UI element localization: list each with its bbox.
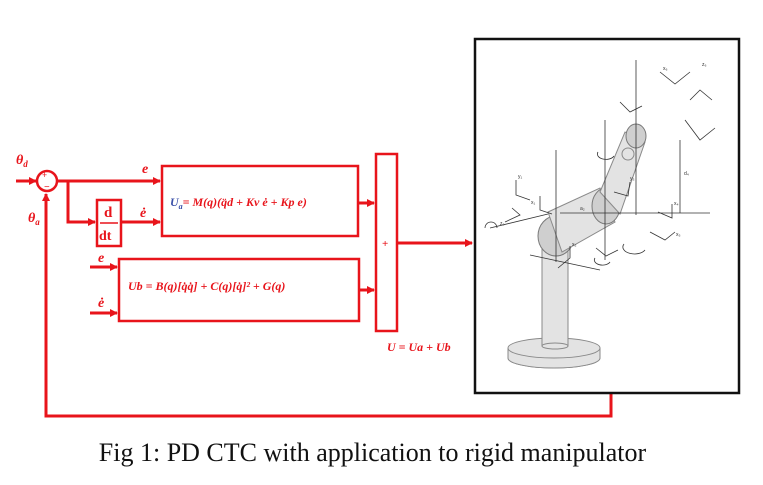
adder-plus: + [382, 238, 388, 250]
edot-label-top: ė [140, 206, 146, 221]
feedback-wire [42, 193, 613, 418]
svg-text:z₆: z₆ [702, 62, 707, 68]
figure-caption: Fig 1: PD CTC with application to rigid … [98, 438, 647, 467]
ua-formula: Ua= M(q)(q̈d + Kv ė + Kp e) [170, 195, 307, 211]
svg-text:y₁: y₁ [518, 174, 523, 180]
svg-text:y₃: y₃ [630, 176, 635, 182]
deriv-branch-wire [66, 181, 96, 226]
deriv-numerator: d [104, 205, 113, 221]
svg-text:x₄: x₄ [674, 201, 679, 207]
u-total-label: U = Ua + Ub [387, 340, 451, 354]
edot-label-lower: ė [98, 296, 104, 311]
svg-text:x₂: x₂ [572, 242, 577, 248]
deriv-denominator: dt [99, 229, 112, 244]
ub-block [117, 257, 361, 323]
theta-d-label: θd [16, 153, 28, 169]
svg-text:d₄: d₄ [684, 171, 689, 177]
e-label-top: e [142, 162, 148, 177]
ub-formula: Ub = B(q)[q̇q̇] + C(q)[q̇]² + G(q) [128, 279, 285, 293]
sum-plus-sign: + [42, 170, 47, 180]
svg-text:a₂: a₂ [580, 206, 585, 212]
svg-text:x₅: x₅ [676, 232, 681, 238]
e-label-lower: e [98, 251, 104, 266]
sum-minus-sign: − [44, 182, 50, 193]
ua-block [160, 164, 360, 238]
theta-a-label: θa [28, 211, 40, 227]
svg-text:x₁: x₁ [531, 200, 536, 206]
svg-text:x₆: x₆ [663, 66, 668, 72]
svg-text:z₀: z₀ [500, 221, 505, 227]
robot-manipulator-illustration: y₁ x₁ z₀ x₂ y₃ x₅ x₄ x₆ z₆ d₄ a₂ [484, 60, 716, 369]
